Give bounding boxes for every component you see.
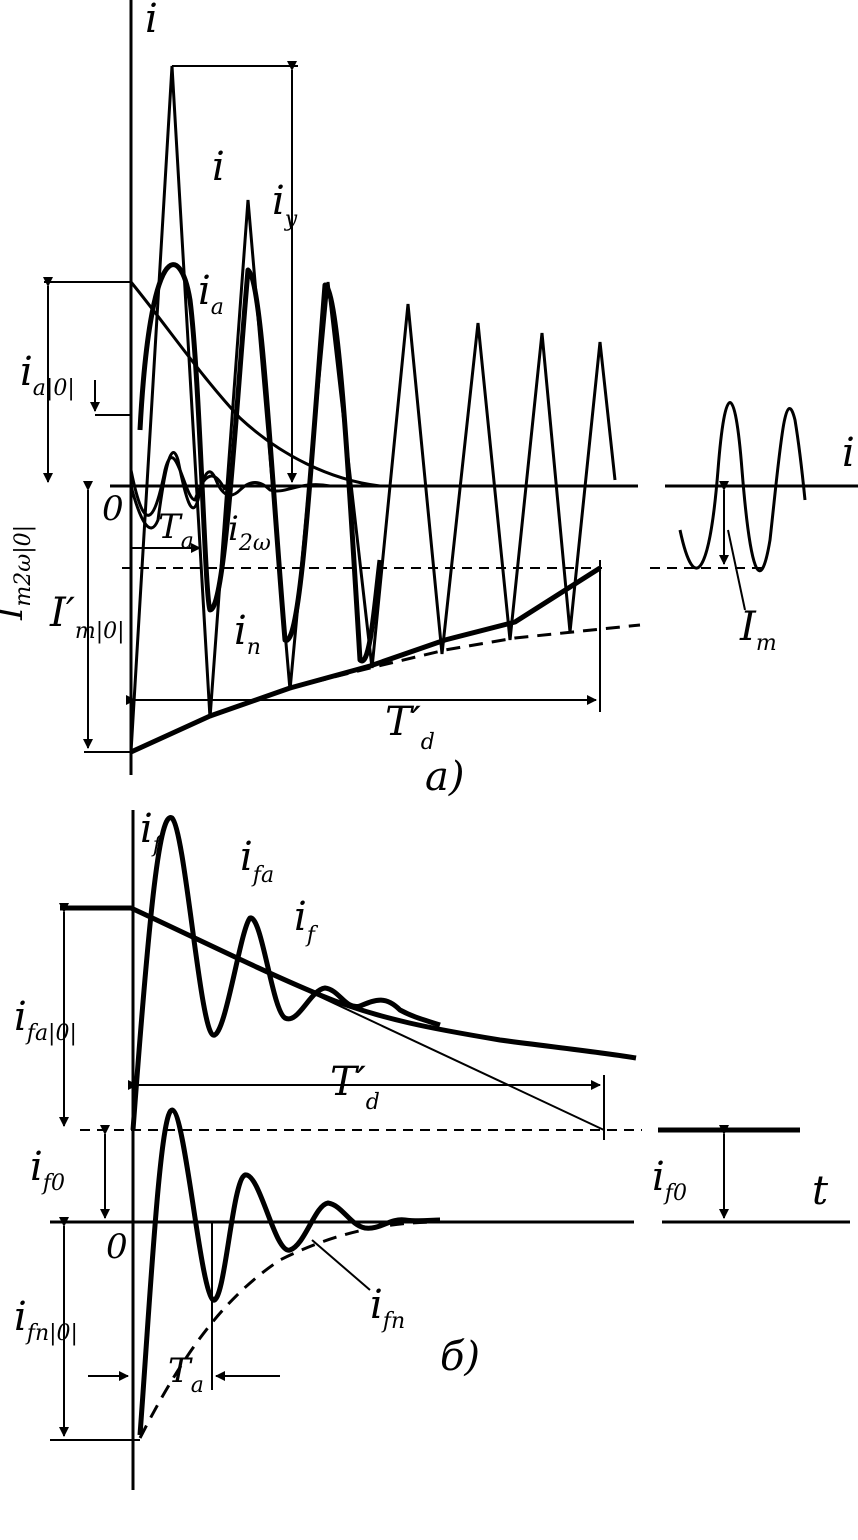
- periodic-curve: [137, 262, 383, 664]
- ifn-leader: [311, 1239, 371, 1291]
- caption-b: б): [440, 1334, 480, 1380]
- ifa-tangent: [130, 907, 605, 1131]
- label-i-curve: i: [212, 144, 225, 190]
- label-ia0: ia|0|: [20, 349, 75, 401]
- label-if0: if0: [30, 1144, 65, 1196]
- label-if: if: [294, 894, 319, 948]
- label-i2w: i2ω: [228, 509, 271, 556]
- steady-state-wave: [678, 401, 807, 573]
- label-im0: I′m|0|: [49, 590, 125, 644]
- diagram-b: if ifa if ifa|0| T′d if0 if0 t 0 ifn|0| …: [14, 806, 850, 1490]
- label-t: t: [812, 1168, 829, 1214]
- axis-label-i-right: i: [842, 430, 855, 476]
- axis-label-i: i: [145, 0, 158, 42]
- label-ifn0: ifn|0|: [14, 1294, 78, 1346]
- in-envelope-dashed: [289, 623, 641, 690]
- label-if0-right: if0: [652, 1154, 687, 1206]
- ia-curve: [129, 281, 381, 488]
- label-ta-b: Ta: [168, 1351, 204, 1398]
- label-im: Im: [739, 604, 777, 656]
- i-curve: [129, 65, 617, 753]
- label-ifa: ifa: [240, 834, 274, 888]
- origin-a: 0: [102, 489, 124, 529]
- label-ifn: ifn: [370, 1282, 405, 1334]
- diagram-a: i i 0 i ia iy ia|0| Im2ω|0| I′m|0| Ta i2…: [0, 0, 858, 800]
- label-ifa0: ifa|0|: [14, 994, 77, 1046]
- if-curve: [130, 815, 441, 1131]
- label-td-a: T′d: [385, 699, 435, 755]
- caption-a: a): [425, 754, 464, 800]
- im-leader: [727, 529, 746, 611]
- label-ia: ia: [198, 268, 224, 320]
- label-iy: iy: [272, 178, 298, 232]
- ifn-envelope: [138, 1220, 441, 1439]
- origin-b: 0: [106, 1227, 128, 1267]
- label-in: in: [234, 608, 261, 660]
- label-ta-a: Ta: [158, 507, 194, 554]
- label-td-b: T′d: [330, 1059, 380, 1115]
- decay-oscillation: [129, 456, 227, 517]
- label-im2w0: Im2ω|0|: [0, 525, 36, 621]
